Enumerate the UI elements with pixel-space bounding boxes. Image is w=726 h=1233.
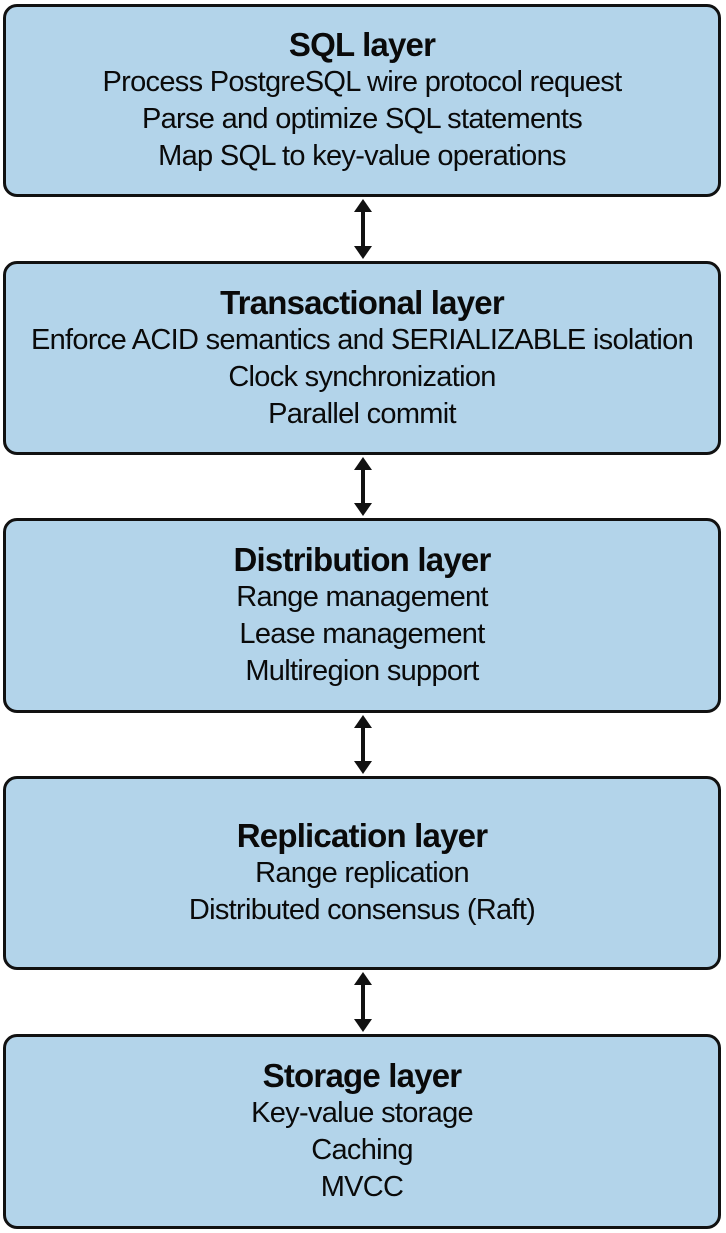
- bidirectional-arrow-icon: [343, 197, 383, 261]
- layer-item: Parallel commit: [268, 397, 456, 430]
- layer-item-list: Enforce ACID semantics and SERIALIZABLE …: [30, 322, 694, 433]
- replication-layer-box: Replication layer Range replication Dist…: [3, 776, 721, 970]
- layer-item: MVCC: [320, 1171, 404, 1203]
- layer-item-list: Key-value storage Caching MVCC: [251, 1095, 474, 1206]
- layer-item: Key-value storage: [251, 1097, 474, 1129]
- layer-item: Map SQL to key-value operations: [158, 140, 566, 172]
- layer-item: Multiregion support: [245, 655, 479, 687]
- layer-item: Caching: [311, 1134, 413, 1166]
- layer-item: Lease management: [239, 618, 485, 650]
- sql-layer-box: SQL layer Process PostgreSQL wire protoc…: [3, 4, 721, 197]
- bidirectional-arrow-icon: [343, 713, 383, 776]
- layer-title: Distribution layer: [233, 541, 492, 578]
- layer-title: Storage layer: [262, 1057, 463, 1094]
- layer-item: Distributed consensus (Raft): [188, 894, 536, 926]
- layer-item-list: Process PostgreSQL wire protocol request…: [102, 64, 623, 175]
- distribution-layer-box: Distribution layer Range management Leas…: [3, 518, 721, 713]
- layer-title: Transactional layer: [220, 283, 505, 321]
- layer-item: Enforce ACID semantics and SERIALIZABLE …: [30, 323, 694, 356]
- layer-title: Replication layer: [236, 817, 488, 854]
- bidirectional-arrow-icon: [343, 455, 383, 518]
- layer-item-list: Range replication Distributed consensus …: [188, 855, 536, 929]
- layer-title: SQL layer: [288, 26, 436, 63]
- layer-item: Range replication: [255, 857, 470, 889]
- layer-item: Clock synchronization: [228, 360, 496, 393]
- layer-item-list: Range management Lease management Multir…: [236, 579, 488, 690]
- bidirectional-arrow-icon: [343, 970, 383, 1034]
- layer-item: Range management: [236, 581, 488, 613]
- transactional-layer-box: Transactional layer Enforce ACID semanti…: [3, 261, 721, 455]
- layer-item: Parse and optimize SQL statements: [141, 103, 583, 135]
- storage-layer-box: Storage layer Key-value storage Caching …: [3, 1034, 721, 1229]
- layer-item: Process PostgreSQL wire protocol request: [102, 66, 623, 98]
